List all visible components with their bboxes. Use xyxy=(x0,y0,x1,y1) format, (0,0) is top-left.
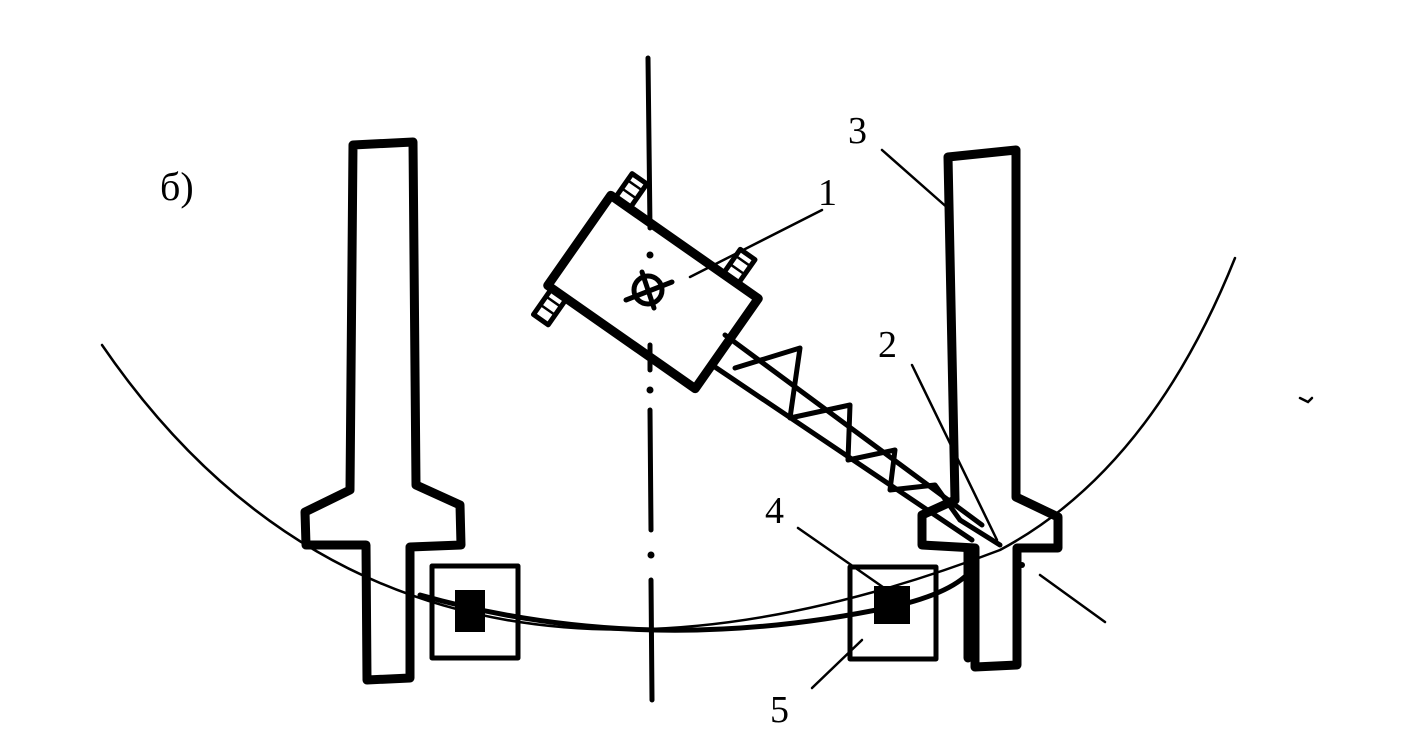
callout-4: 4 xyxy=(765,490,784,532)
callout-5: 5 xyxy=(770,689,789,729)
inner-arc xyxy=(417,562,978,633)
callout-1: 1 xyxy=(818,172,837,214)
leader-lines xyxy=(688,148,999,690)
pivot-crosshair xyxy=(623,269,675,311)
outer-arc xyxy=(100,256,1237,631)
left-rib xyxy=(300,137,466,685)
panel-label: б) xyxy=(160,164,194,209)
right-rib xyxy=(917,145,1063,672)
right-clamp-block xyxy=(847,564,939,662)
probe-arm xyxy=(709,332,1003,548)
center-axis xyxy=(645,55,655,703)
callout-2: 2 xyxy=(878,324,897,366)
speck-mark xyxy=(1298,396,1314,404)
left-clamp-block xyxy=(429,563,521,661)
callout-3: 3 xyxy=(848,110,867,152)
extension-line xyxy=(1038,573,1107,624)
device-body xyxy=(530,171,763,394)
